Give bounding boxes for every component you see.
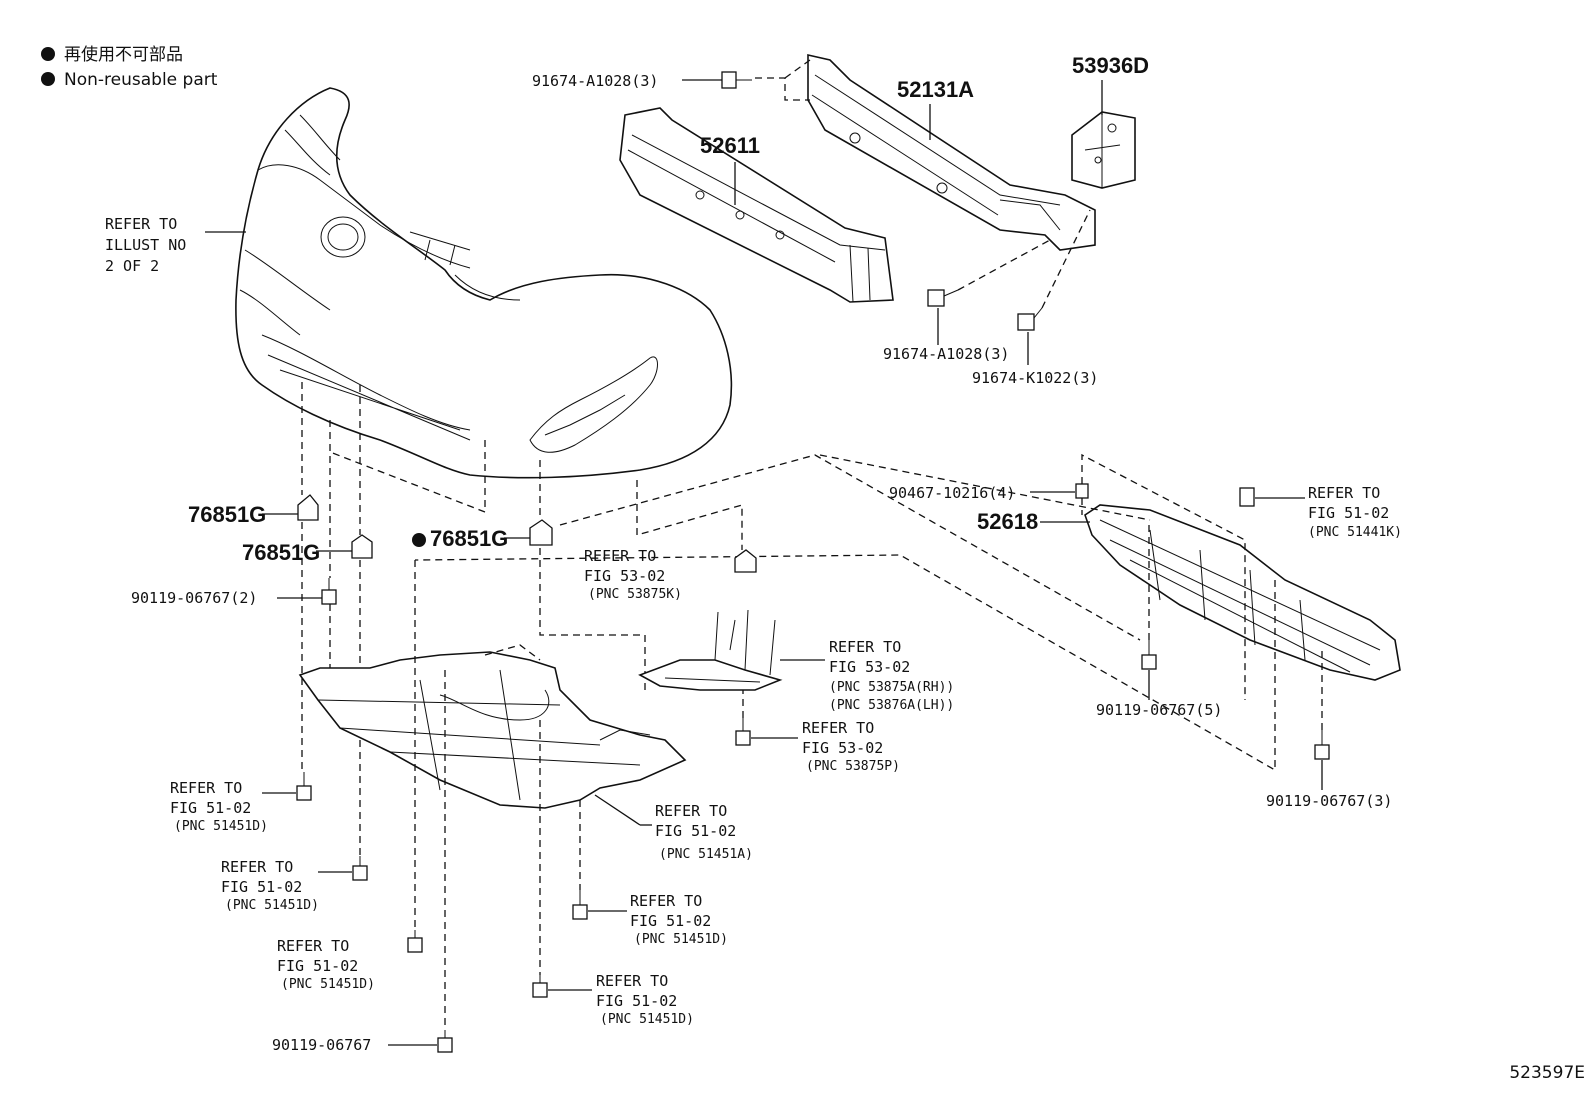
bolt-icon [532, 972, 548, 998]
refer-illust-1: REFER TO [105, 215, 177, 233]
ref-51451A-2: FIG 51-02 [655, 822, 736, 840]
legend-bullet-en [41, 72, 55, 86]
bolt-icon [1141, 640, 1157, 670]
ref-51451D-d-3: (PNC 51451D) [281, 977, 375, 992]
clip-icon [1239, 487, 1255, 507]
ref-51451D-b-2: FIG 51-02 [221, 878, 302, 896]
bumper-absorber [619, 107, 894, 303]
ref-51451D-c-3: (PNC 51451D) [634, 932, 728, 947]
bolt-icon [437, 1030, 453, 1053]
dash-90119-3 [414, 554, 1323, 772]
part-90467: 90467-10216(4) [889, 484, 1015, 502]
dash-long [559, 454, 1151, 641]
bolt-icon [1314, 730, 1330, 760]
bolt-icon [927, 289, 959, 307]
bolt-icon [572, 890, 588, 920]
bolt-icon [296, 772, 312, 801]
part-52611: 52611 [700, 133, 760, 158]
clip-icon [734, 549, 757, 573]
ref-51451D-d-2: FIG 51-02 [277, 957, 358, 975]
clip-icon [297, 494, 319, 521]
ref-51451D-d-1: REFER TO [277, 937, 349, 955]
part-90119-5: 90119-06767(5) [1096, 701, 1222, 719]
ref-51451D-a-3: (PNC 51451D) [174, 819, 268, 834]
bumper-reinforcement [807, 53, 1096, 251]
figure-id: 523597E [1509, 1063, 1585, 1083]
legend-jp: 再使用不可部品 [64, 44, 183, 65]
dash-mid [957, 209, 1091, 309]
ref-51451D-e-3: (PNC 51451D) [600, 1012, 694, 1027]
leader-51451A [594, 794, 641, 826]
ref-51451D-b-1: REFER TO [221, 858, 293, 876]
ref-51441K-2: FIG 51-02 [1308, 504, 1389, 522]
part-76851G-c: 76851G [430, 526, 508, 551]
dash-v4 [329, 440, 486, 513]
legend-en: Non-reusable part [64, 70, 218, 90]
part-90119-1: 90119-06767 [272, 1036, 371, 1054]
part-76851G-b: 76851G [242, 540, 320, 565]
clip-icon [1075, 483, 1089, 499]
ref-51451D-e-2: FIG 51-02 [596, 992, 677, 1010]
bolt-icon [735, 718, 751, 746]
ref-51441K-1: REFER TO [1308, 484, 1380, 502]
ref-53875A-3: (PNC 53875A(RH)) [829, 680, 954, 695]
ref-53875K-2: FIG 53-02 [584, 567, 665, 585]
dash-top [755, 59, 811, 101]
dash-cover [414, 560, 581, 1030]
part-90119-2: 90119-06767(2) [131, 589, 257, 607]
part-53936D: 53936D [1072, 53, 1149, 78]
clip-icon [351, 534, 373, 559]
bracket-53936D [1071, 111, 1136, 189]
ref-51441K-3: (PNC 51441K) [1308, 525, 1402, 540]
ref-51451A-1: REFER TO [655, 802, 727, 820]
ref-53875A-2: FIG 53-02 [829, 658, 910, 676]
ref-53875A-1: REFER TO [829, 638, 901, 656]
nonreusable-bullet [412, 533, 426, 547]
ref-51451D-b-3: (PNC 51451D) [225, 898, 319, 913]
ref-53875P-3: (PNC 53875P) [806, 759, 900, 774]
part-52618: 52618 [977, 509, 1038, 534]
ref-51451D-c-2: FIG 51-02 [630, 912, 711, 930]
bolt-icon [1017, 307, 1043, 331]
bolt-icon [352, 856, 368, 881]
part-91674-mid: 91674-A1028(3) [883, 345, 1009, 363]
ref-53875P-1: REFER TO [802, 719, 874, 737]
bolt-icon [721, 71, 752, 89]
bolt-icon [321, 578, 337, 605]
ref-53875A-4: (PNC 53876A(LH)) [829, 698, 954, 713]
refer-illust-3: 2 OF 2 [105, 257, 159, 275]
ref-51451D-c-1: REFER TO [630, 892, 702, 910]
ref-53875K-1: REFER TO [584, 547, 656, 565]
ref-51451A-3: (PNC 51451A) [659, 847, 753, 862]
engine-under-cover [298, 651, 687, 809]
ref-51451D-e-1: REFER TO [596, 972, 668, 990]
part-52131A: 52131A [897, 77, 974, 102]
ref-51451D-a-2: FIG 51-02 [170, 799, 251, 817]
refer-illust-2: ILLUST NO [105, 236, 186, 254]
part-76851G-a: 76851G [188, 502, 266, 527]
splash-shield [638, 609, 783, 691]
part-91674-k: 91674-K1022(3) [972, 369, 1098, 387]
dash-v6 [636, 480, 743, 550]
ref-51451D-a-1: REFER TO [170, 779, 242, 797]
dash-cover-b [484, 644, 541, 661]
lower-cover-52618 [1084, 504, 1401, 681]
legend-bullet-jp [41, 47, 55, 61]
clip-icon [529, 519, 553, 546]
part-91674-top: 91674-A1028(3) [532, 72, 658, 90]
dash-v5 [539, 460, 646, 690]
dash-52618-a [1081, 453, 1246, 700]
part-90119-3: 90119-06767(3) [1266, 792, 1392, 810]
bolt-icon [407, 930, 423, 953]
ref-53875P-2: FIG 53-02 [802, 739, 883, 757]
ref-53875K-3: (PNC 53875K) [588, 587, 682, 602]
bumper-cover [235, 87, 733, 479]
